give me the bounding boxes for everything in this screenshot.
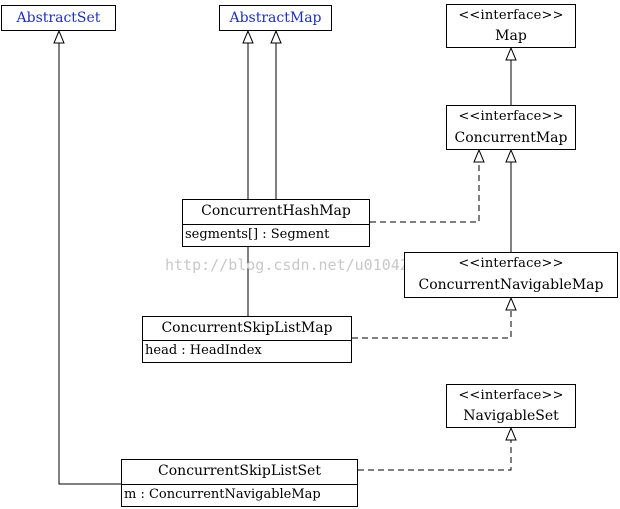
arrowhead-concurrentmap-b [505,148,517,163]
class-abstract-set[interactable]: AbstractSet [1,5,116,31]
edge-skiplistset-to-abstractset [58,43,121,485]
class-attribute: m : ConcurrentNavigableMap [122,484,357,506]
interface-navigable-set[interactable]: <<interface>> NavigableSet [446,384,576,428]
arrowhead-abstractset [53,29,65,44]
stereotype-label: <<interface>> [458,8,564,23]
class-concurrent-skip-list-set[interactable]: ConcurrentSkipListSet m : ConcurrentNavi… [121,459,358,507]
class-concurrent-skip-list-map[interactable]: ConcurrentSkipListMap head : HeadIndex [142,316,352,363]
arrowhead-abstractmap-a [242,29,254,44]
arrowhead-navigableset [505,426,517,441]
class-name: ConcurrentHashMap [201,203,351,219]
class-name: ConcurrentSkipListSet [158,463,321,479]
edge-hashmap-realizes-concurrentmap [370,162,480,223]
class-name: NavigableSet [463,408,559,424]
class-name: ConcurrentMap [454,130,568,146]
class-name: Map [495,28,527,44]
stereotype-label: <<interface>> [458,388,564,403]
arrowhead-navigablemap [505,296,517,311]
class-name: ConcurrentNavigableMap [418,277,604,293]
edge-skiplistmap-realizes-navigablemap [352,310,512,339]
arrowhead-abstractmap-b [270,29,282,44]
stereotype-label: <<interface>> [458,109,564,124]
arrowhead-map [505,46,517,61]
stereotype-label: <<interface>> [458,256,564,271]
arrowhead-concurrentmap-a [473,148,485,163]
class-attribute: segments[] : Segment [183,224,369,246]
class-name: AbstractSet [16,10,101,26]
class-abstract-map[interactable]: AbstractMap [219,5,332,31]
class-name: ConcurrentSkipListMap [161,320,333,336]
class-concurrent-hash-map[interactable]: ConcurrentHashMap segments[] : Segment [182,199,370,247]
interface-concurrent-navigable-map[interactable]: <<interface>> ConcurrentNavigableMap [404,252,618,298]
interface-concurrent-map[interactable]: <<interface>> ConcurrentMap [446,105,576,150]
class-attribute: head : HeadIndex [143,340,351,362]
class-name: AbstractMap [229,10,322,26]
edge-skiplistset-realizes-navigableset [358,440,512,471]
interface-map[interactable]: <<interface>> Map [446,4,576,48]
